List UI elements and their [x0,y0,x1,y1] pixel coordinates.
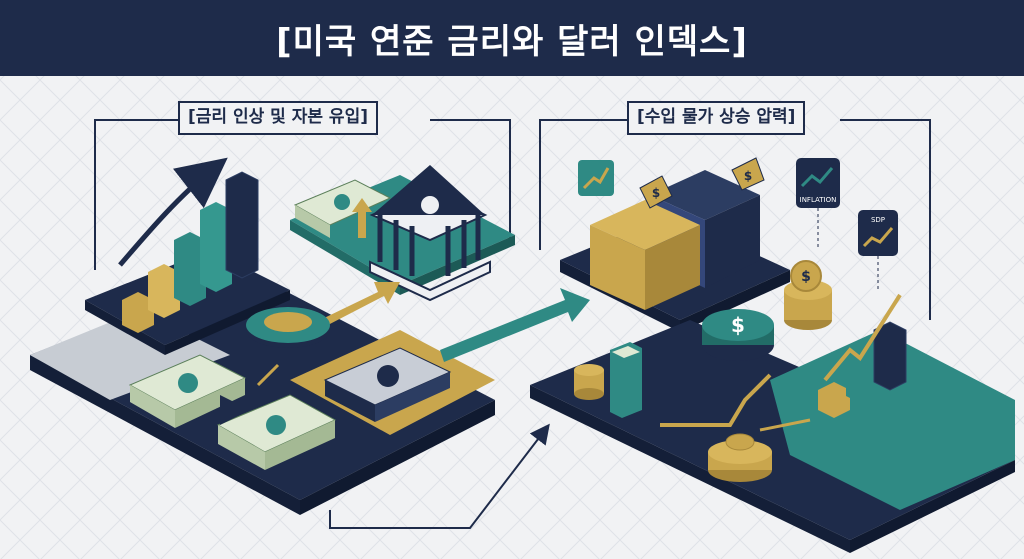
bar-chart-right-icon [818,293,907,418]
bar-1 [122,292,154,333]
bank-platform [290,165,515,302]
right-base-platform [530,320,1015,553]
teal-dollar-coin-icon: $ [702,309,774,361]
svg-text:$: $ [731,313,745,337]
svg-text:$: $ [652,186,660,200]
bar-5 [225,171,259,279]
price-tag-icon-2: $ [731,157,765,191]
left-bracket-line [94,119,178,270]
us-dollar-bills-icon [323,347,452,422]
bar-3 [174,232,206,306]
bar-chart-platform [85,157,290,355]
cash-bundle-right-icon [610,342,642,418]
container-platform: $ $ [560,157,790,332]
capital-flow-arrow [320,282,400,326]
center-transfer-arrow [440,288,590,362]
gold-coin-pile-icon [708,433,772,482]
inflation-sign-icon: INFLATION [796,158,840,250]
title-banner: [미국 연준 금리와 달러 인덱스] [0,0,1024,76]
bank-building-icon [369,165,491,302]
small-gold-arrow [759,418,811,432]
coin-stack-left-icon [574,364,604,400]
cash-stack-bottom-icon [216,394,337,470]
right-bracket-line [539,119,627,250]
connector-arrow [329,423,550,529]
gold-shipping-container-icon [590,200,700,310]
gold-up-arrow-icon [352,198,372,238]
cash-stack-left-icon [128,354,247,428]
section-label-left: [금리 인상 및 자본 유입] [178,101,378,135]
right-bracket-line-right [840,119,931,320]
svg-text:SDP: SDP [871,216,885,224]
svg-text:$: $ [801,269,811,285]
price-tag-icon: $ [639,175,673,209]
bar-2 [148,264,180,318]
price-trend-arrow [660,373,772,427]
trend-up-arrow [118,157,228,267]
sdp-sign-icon: SDP [858,210,898,290]
svg-text:$: $ [744,169,752,183]
bar-4 [200,202,232,292]
cash-stack-icon [293,179,392,238]
dollar-coin-stack-icon: $ [784,260,832,330]
growth-chart-sign-icon [578,160,614,196]
isometric-illustration: $ $ INFLATION SDP [0,76,1024,559]
section-label-right: [수입 물가 상승 압력] [627,101,806,135]
dollar-coin-icon [246,307,330,348]
small-up-arrow [256,363,280,387]
svg-text:INFLATION: INFLATION [800,196,837,204]
left-bracket-line-right [430,119,511,240]
page-title: [미국 연준 금리와 달러 인덱스] [276,21,748,62]
